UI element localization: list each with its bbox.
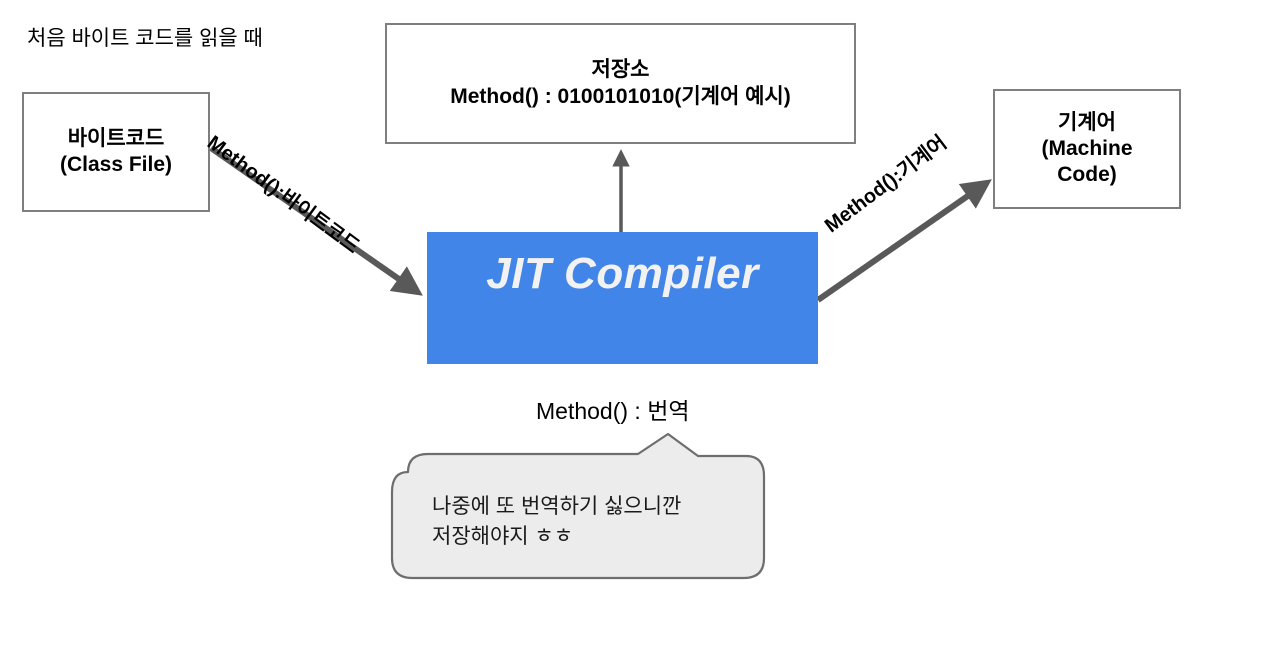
node-jit-compiler[interactable]: JIT Compiler [427,232,818,364]
node-bytecode[interactable]: 바이트코드 (Class File) [22,92,210,212]
node-machine-code[interactable]: 기계어 (Machine Code) [993,89,1181,209]
callout-bubble[interactable]: 나중에 또 번역하기 싫으니깐 저장해야지 ㅎㅎ [386,432,768,587]
node-bytecode-line2: (Class File) [59,153,173,176]
node-machine-line3: Code) [1057,163,1117,187]
node-jit-compiler-label: JIT Compiler [486,249,759,298]
callout-bubble-shape [390,432,766,580]
node-machine-line2: (Machine [1041,136,1133,160]
node-storage-line2: Method() : 0100101010(기계어 예시) [450,84,791,108]
edge-label-jit-to-storage: Method() : 번역 [536,398,690,424]
node-machine-line1: 기계어 [1058,110,1116,134]
node-storage[interactable]: 저장소 Method() : 0100101010(기계어 예시) [385,23,856,144]
callout-bubble-text: 나중에 또 번역하기 싫으니깐 저장해야지 ㅎㅎ [432,495,682,549]
heading-note: 처음 바이트 코드를 읽을 때 [27,27,263,50]
node-storage-line1: 저장소 [591,58,650,82]
node-bytecode-line1: 바이트코드 [67,126,165,150]
edge-label-bytecode-to-jit: Method():바이트코드 [202,131,364,259]
